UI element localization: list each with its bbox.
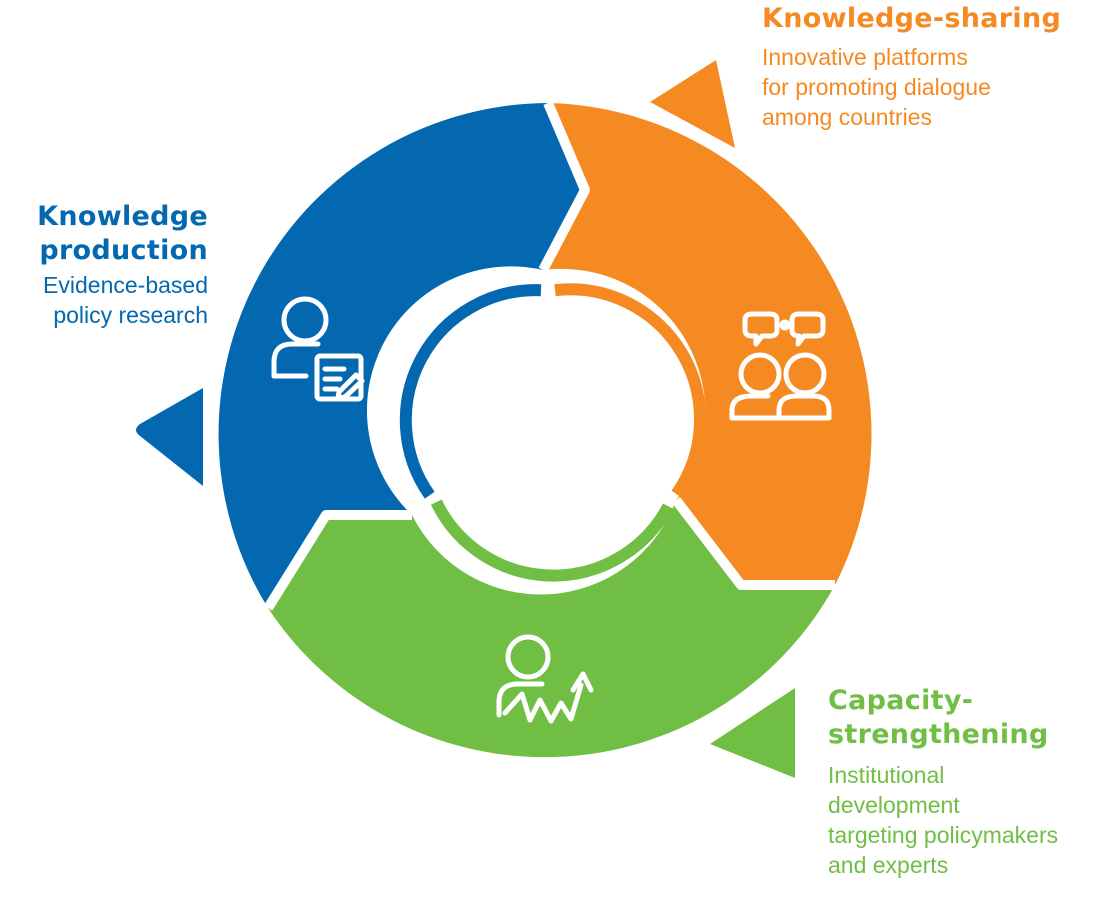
sharing-inner-arc xyxy=(554,283,706,498)
capacity-description-line: and experts xyxy=(828,852,949,878)
person-with-growth-chart-icon xyxy=(496,634,594,724)
separator-production-sharing xyxy=(538,101,590,273)
capacity-title-line: Capacity- xyxy=(828,685,974,716)
production-label-group: Knowledge production Evidence-based poli… xyxy=(37,200,208,330)
capacity-description-line: development xyxy=(828,792,960,818)
production-pointer-triangle xyxy=(136,388,203,486)
production-description: Evidence-based policy research xyxy=(37,270,208,330)
two-people-speech-bubbles-icon xyxy=(729,311,832,421)
sharing-description-line: for promoting dialogue xyxy=(762,74,991,100)
capacity-description-line: Institutional xyxy=(828,762,945,788)
capacity-title-line: strengthening xyxy=(828,719,1049,750)
capacity-description: Institutional development targeting poli… xyxy=(828,760,1058,880)
sharing-title-line: Knowledge-sharing xyxy=(762,3,1062,34)
production-description-line: Evidence-based xyxy=(43,272,208,298)
sharing-description-line: among countries xyxy=(762,104,933,130)
production-title-line: Knowledge xyxy=(37,201,208,232)
separator-capacity-production xyxy=(263,510,412,611)
sharing-label-group: Knowledge-sharing Innovative platforms f… xyxy=(762,2,1061,132)
sharing-description: Innovative platforms for promoting dialo… xyxy=(762,42,1061,132)
capacity-title: Capacity- strengthening xyxy=(828,684,1058,752)
sharing-pointer-triangle xyxy=(650,60,735,148)
capacity-ring-segment xyxy=(268,500,835,758)
capacity-label-group: Capacity- strengthening Institutional de… xyxy=(828,684,1058,880)
person-with-document-icon xyxy=(271,296,365,402)
sharing-title: Knowledge-sharing xyxy=(762,2,1061,36)
capacity-pointer-triangle xyxy=(710,688,795,778)
capacity-description-line: targeting policymakers xyxy=(828,822,1059,848)
sharing-ring-segment xyxy=(543,103,872,585)
production-ring-segment xyxy=(218,103,585,608)
separator-sharing-capacity xyxy=(672,496,835,590)
sharing-description-line: Innovative platforms xyxy=(762,44,968,70)
production-inner-arc xyxy=(399,284,542,499)
production-description-line: policy research xyxy=(53,302,208,328)
production-title-line: production xyxy=(39,235,208,266)
capacity-inner-arc xyxy=(430,499,674,582)
production-title: Knowledge production xyxy=(37,200,208,268)
